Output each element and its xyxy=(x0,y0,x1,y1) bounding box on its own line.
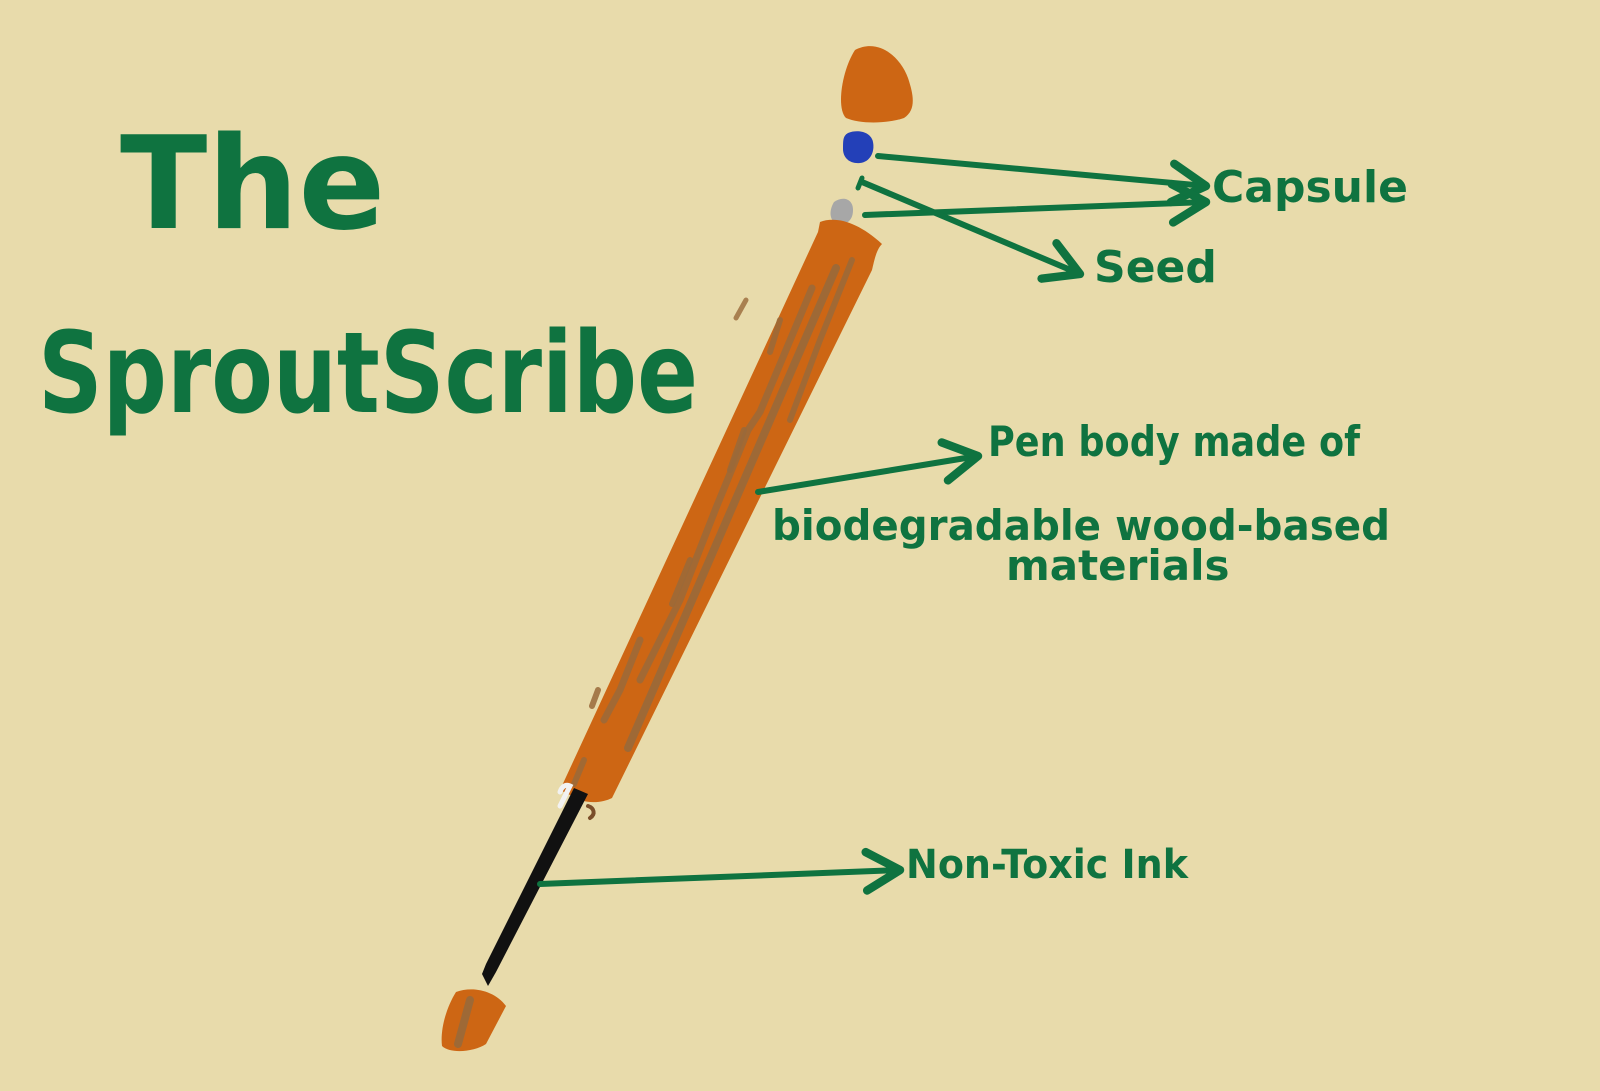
ink-arrow xyxy=(537,847,905,895)
title-line-1: The xyxy=(120,110,385,259)
title-line-2: SproutScribe xyxy=(38,309,698,439)
capsule-arrow xyxy=(875,153,1211,207)
pen-body-arrow xyxy=(755,438,983,495)
capsule-shape xyxy=(843,131,874,164)
pen-body-label-line-2: biodegradable wood-based xyxy=(772,501,1390,550)
capsule-label: Capsule xyxy=(1212,162,1408,213)
seed-arrow xyxy=(859,179,1085,283)
pen-body xyxy=(560,219,882,803)
ink-label: Non-Toxic Ink xyxy=(906,842,1189,888)
capsule-arrow-2 xyxy=(862,179,1211,227)
seed-label: Seed xyxy=(1094,242,1217,293)
pen-nib xyxy=(482,782,596,986)
pen-bottom-cap xyxy=(441,989,506,1052)
pen-body-label-line-3: materials xyxy=(1006,541,1230,590)
pen-body-label-line-1: Pen body made of xyxy=(988,417,1361,466)
seed-shape xyxy=(830,198,853,225)
pen-top-cap xyxy=(840,46,913,123)
